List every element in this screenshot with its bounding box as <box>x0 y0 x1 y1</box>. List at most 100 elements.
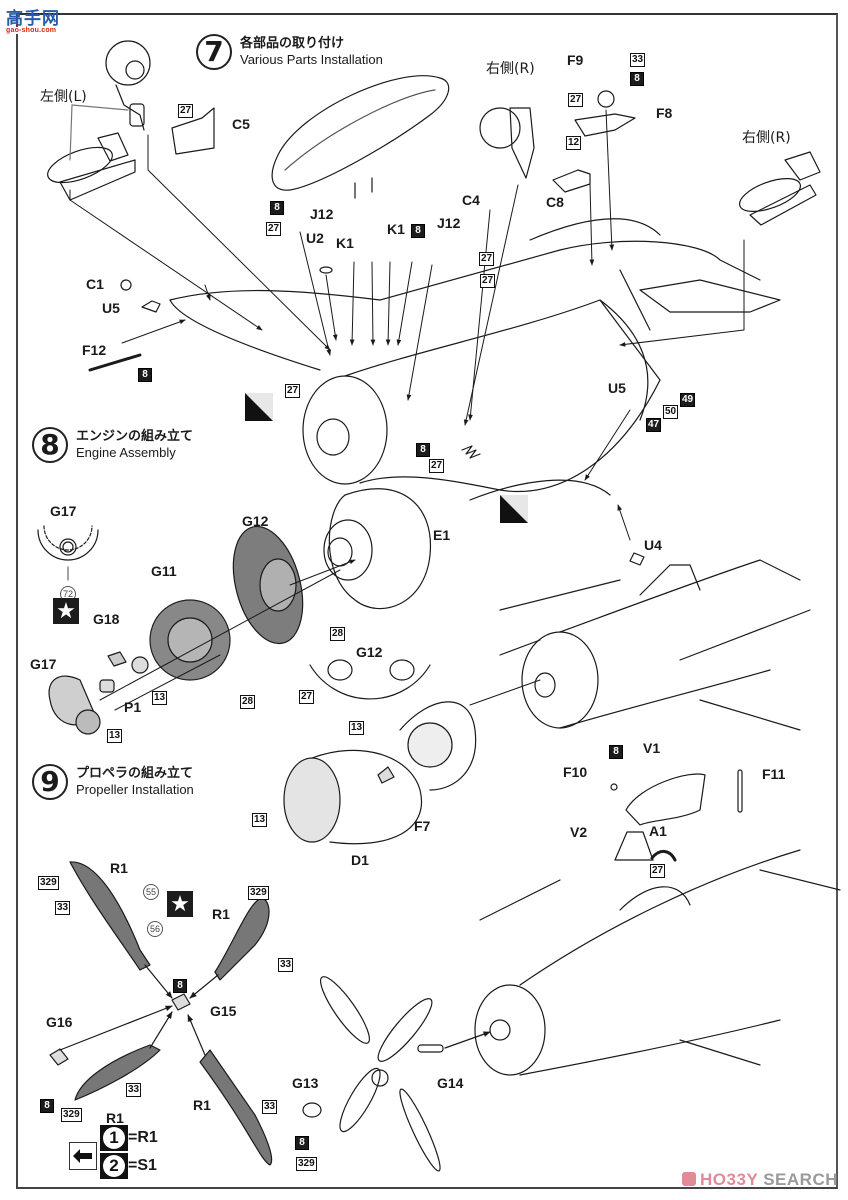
part-label-f10: F10 <box>563 764 588 780</box>
option-legend-2: 2 =S1 <box>100 1153 157 1179</box>
part-label-v2: V2 <box>570 824 588 840</box>
paint-code-c4: 27 <box>479 252 495 266</box>
main-wheel-right <box>479 107 535 179</box>
paint-code-a1: 27 <box>650 864 666 878</box>
exhaust-stubs <box>461 445 481 459</box>
part-label-e1: E1 <box>433 527 451 543</box>
paint-code-g11: 28 <box>240 695 256 709</box>
part-label-a1: A1 <box>649 823 667 839</box>
paint-code-g16: 8 <box>40 1099 54 1113</box>
part-c8-shape <box>552 169 591 193</box>
site-logo: 高手网 gao-shou.com <box>6 4 68 36</box>
paint-code-f8-a: 27 <box>568 93 584 107</box>
watermark-search: SEARCH <box>757 1170 838 1189</box>
part-label-u2: U2 <box>306 230 324 246</box>
part-label-r1-a: R1 <box>110 860 128 876</box>
cowling-d1 <box>283 679 541 845</box>
engine-parts-step8 <box>48 488 432 735</box>
part-u4-shape <box>629 552 645 566</box>
paint-code-r1-bl-body: 33 <box>126 1083 142 1097</box>
paint-code-f9-b: 8 <box>630 72 644 86</box>
fuselage-step8 <box>499 559 811 731</box>
part-label-g12-detail: G12 <box>356 644 383 660</box>
part-label-k1: K1 <box>336 235 354 251</box>
paint-code-fuselage-8: 8 <box>416 443 430 457</box>
part-label-g14: G14 <box>437 1075 464 1091</box>
part-label-g15: G15 <box>210 1003 237 1019</box>
part-label-d1: D1 <box>351 852 369 868</box>
part-label-r1-d: R1 <box>193 1097 211 1113</box>
swap-arrow-icon <box>69 1142 97 1170</box>
part-label-g17: G17 <box>30 656 57 672</box>
part-label-u5-b: U5 <box>608 380 626 396</box>
paint-code-j12-top: 8 <box>270 201 284 215</box>
paint-code-r1-tl-body: 33 <box>55 901 71 915</box>
part-label-g13: G13 <box>292 1075 319 1091</box>
paint-code-g12-detail: 27 <box>299 690 315 704</box>
option-legend-1: 1 =R1 <box>100 1125 158 1151</box>
side-label-left: 左側(L) <box>40 89 87 105</box>
part-label-v1: V1 <box>643 740 661 756</box>
step-9-header: 9 プロペラの組み立て Propeller Installation <box>32 764 194 800</box>
part-f12-shape <box>88 353 142 372</box>
decal-56: 56 <box>147 921 163 937</box>
paint-code-g15: 8 <box>173 979 187 993</box>
step-number-9: 9 <box>32 764 68 800</box>
paint-code-r1-br-tip: 329 <box>296 1157 317 1171</box>
site-logo-text: 高手网 <box>6 9 60 29</box>
option-equals-1: =R1 <box>128 1129 158 1146</box>
paint-code-f8-b: 12 <box>566 136 582 150</box>
part-label-f11: F11 <box>762 766 786 782</box>
propeller-blades-exploded <box>49 861 273 1166</box>
part-label-c5: C5 <box>232 116 250 132</box>
part-label-g16: G16 <box>46 1014 73 1030</box>
paint-code-fuselage-27: 27 <box>429 459 445 473</box>
part-label-r1-b: R1 <box>212 906 230 922</box>
part-label-g11: G11 <box>151 563 177 579</box>
hobby-search-logo-icon <box>682 1172 697 1186</box>
paint-code-r1-bl-tip: 329 <box>61 1108 82 1122</box>
part-label-u4: U4 <box>644 537 662 553</box>
paint-code-g17: 13 <box>107 729 123 743</box>
part-label-g12: G12 <box>242 513 269 529</box>
fuselage-step7 <box>169 218 781 501</box>
part-c1-shape <box>120 279 132 291</box>
part-label-g18: G18 <box>93 611 120 627</box>
part-f9-shape <box>597 90 615 108</box>
drop-tank-left <box>47 104 136 201</box>
paint-code-f9-a: 33 <box>630 53 646 67</box>
step-9-title-en: Propeller Installation <box>76 782 194 797</box>
main-wheel-left <box>105 40 151 131</box>
part-label-f12: F12 <box>82 342 107 358</box>
paint-code-j12-bottom: 27 <box>266 222 282 236</box>
part-f8-shape <box>574 113 636 137</box>
paint-code-u5-50: 50 <box>663 405 679 419</box>
part-label-c4: C4 <box>462 192 480 208</box>
paint-code-g13-a: 8 <box>295 1136 309 1150</box>
part-label-g17-ref: G17 <box>50 503 77 519</box>
paint-code-r1-tl-tip: 329 <box>38 876 59 890</box>
paint-code-k1: 8 <box>411 224 425 238</box>
step-8-title-jp: エンジンの組み立て <box>76 429 194 444</box>
paint-code-c5: 27 <box>178 104 194 118</box>
option-number-1: 1 <box>103 1127 125 1149</box>
canopy-parts <box>610 769 743 862</box>
paint-code-r1-tr-body: 33 <box>278 958 294 972</box>
page-frame <box>16 13 838 1189</box>
assembly-arrows-step7 <box>69 109 745 541</box>
part-label-u5: U5 <box>102 300 120 316</box>
part-label-k1-b: K1 <box>387 221 405 237</box>
step-number-8: 8 <box>32 427 68 463</box>
part-u2-shape <box>319 266 333 274</box>
part-label-p1: P1 <box>124 699 142 715</box>
part-label-c8: C8 <box>546 194 564 210</box>
star-icon: ★ <box>167 891 193 917</box>
g17-reference-gear <box>37 525 99 581</box>
part-label-c1: C1 <box>86 276 104 292</box>
decal-marker-icon <box>500 495 528 523</box>
part-label-f7: F7 <box>414 818 431 834</box>
drop-tank-right <box>739 151 821 226</box>
part-c5-shape <box>171 107 215 155</box>
step-7-title-jp: 各部品の取り付け <box>240 36 345 51</box>
paint-code-u5-47: 47 <box>646 418 662 432</box>
